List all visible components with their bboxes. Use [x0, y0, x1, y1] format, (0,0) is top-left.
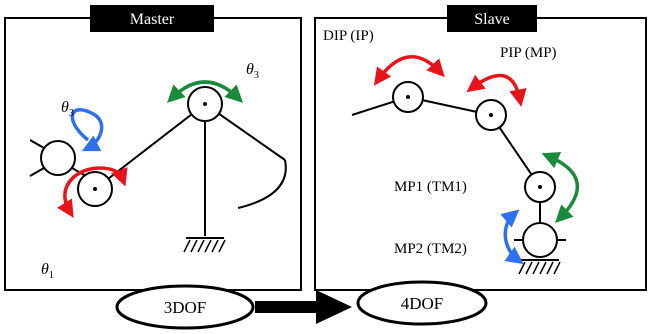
slave-mp1-green-arrow [541, 152, 580, 223]
master-left-joint [29, 139, 87, 177]
slave-dip-label: DIP (IP) [323, 28, 374, 44]
master-top-joint-center [203, 102, 207, 106]
master-green-rotation-arrow [166, 80, 244, 103]
theta3-label-right: θ3 [246, 61, 259, 81]
transfer-arrow [255, 290, 352, 324]
master-dof-oval [115, 284, 255, 330]
master-lower-joint-center [93, 187, 97, 191]
slave-pip-label: PIP (MP) [500, 45, 557, 61]
master-link-upper [94, 103, 206, 190]
theta1-label: θ1 [41, 261, 54, 281]
slave-pip-red-arrow [466, 73, 527, 107]
master-ground-symbol [183, 237, 226, 253]
slave-mp2-blue-arrow [500, 209, 524, 265]
slave-mp2-label: MP2 (TM2) [394, 241, 467, 257]
slave-title: Slave [474, 11, 510, 28]
slave-mp1-joint-center [538, 185, 542, 189]
slave-dip-joint-center [406, 95, 410, 99]
master-red-rotation-arrow [57, 166, 128, 218]
slave-pip-joint-center [489, 113, 493, 117]
slave-mp1-label: MP1 (TM1) [394, 179, 467, 195]
slave-dof-label: 4DOF [401, 294, 444, 313]
master-title: Master [130, 11, 175, 28]
master-title-box [90, 5, 214, 32]
master-panel: Master [4, 5, 302, 291]
slave-dof-oval [356, 280, 488, 326]
slave-dip-red-arrow [373, 55, 445, 86]
slave-panel: Slave [314, 5, 647, 291]
slave-ground-symbol [518, 259, 561, 275]
dof-transfer: 3DOF 4DOF [115, 280, 488, 330]
slave-frame [314, 17, 647, 291]
slave-title-box [447, 5, 537, 32]
master-arc-link [237, 159, 287, 209]
slave-mp2-joint [514, 222, 566, 258]
theta3-label-left: θ3 [61, 99, 74, 119]
master-blue-rotation-arrow [70, 108, 104, 152]
master-dof-label: 3DOF [164, 298, 207, 317]
